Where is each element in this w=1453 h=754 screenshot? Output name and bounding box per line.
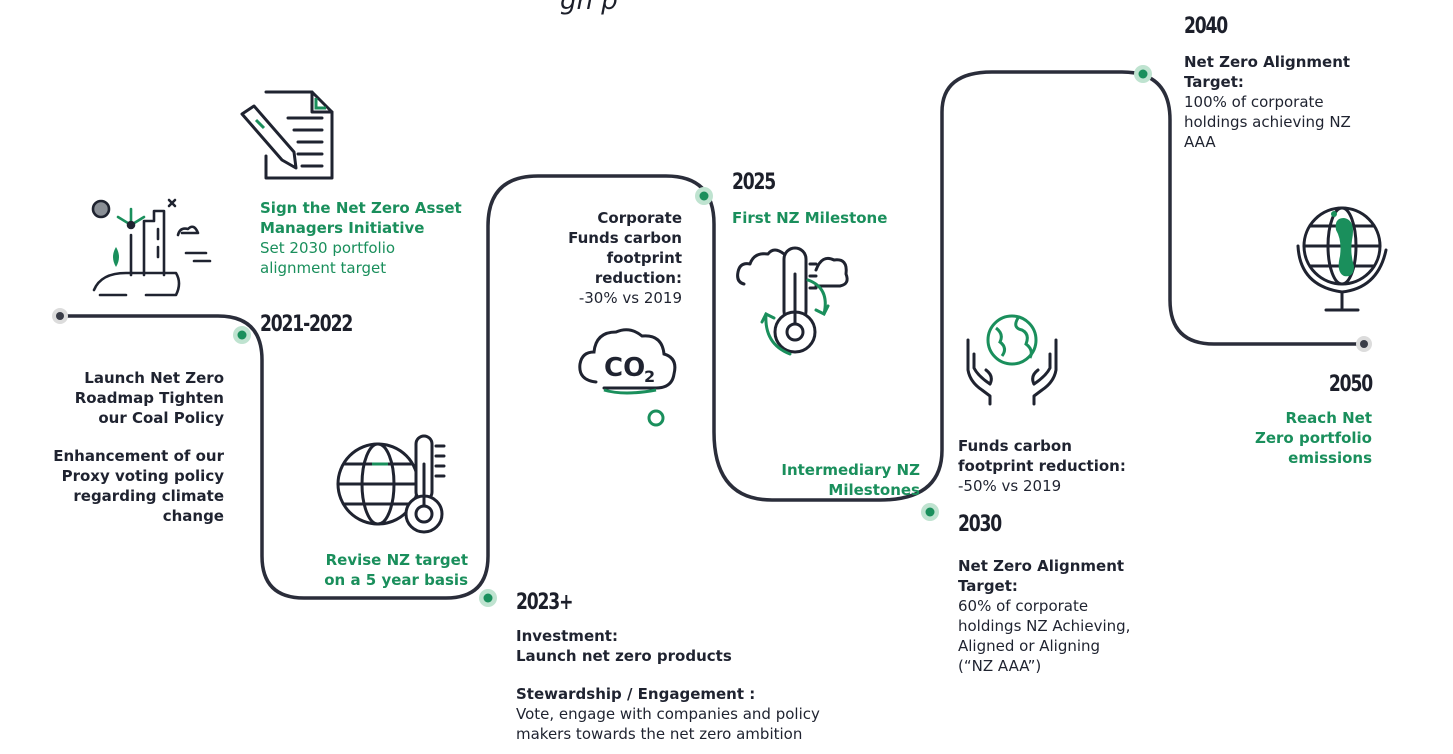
milestone-dot-2021 xyxy=(233,326,251,344)
alignment-2040-text: 100% of corporate holdings achieving NZ … xyxy=(1184,93,1351,151)
year-2030: 2030 xyxy=(958,512,1002,537)
investment-block: Investment: Launch net zero products Ste… xyxy=(516,626,856,744)
wind-city-icon xyxy=(91,198,212,297)
start-dot xyxy=(52,308,68,324)
alignment-2030-label: Net Zero Alignment Target: xyxy=(958,557,1125,595)
first-nz-milestone: First NZ Milestone xyxy=(732,209,888,227)
alignment-2030-text: 60% of corporate holdings NZ Achieving, … xyxy=(958,597,1131,675)
corporate-funds-label: Corporate Funds carbon footprint reducti… xyxy=(568,209,682,287)
milestone-dot-2040 xyxy=(1134,65,1152,83)
alignment-2030-block: Net Zero Alignment Target: 60% of corpor… xyxy=(958,556,1138,676)
page-title-fragment: gn p xyxy=(560,0,618,16)
alignment-2040-block: Net Zero Alignment Target: 100% of corpo… xyxy=(1184,52,1354,152)
year-2040: 2040 xyxy=(1184,14,1228,39)
corporate-funds-block: Corporate Funds carbon footprint reducti… xyxy=(558,208,682,308)
globe-footprint-icon xyxy=(1296,206,1388,312)
sign-document-icon xyxy=(240,90,334,180)
reach-net-zero-text: Reach Net Zero portfolio emissions xyxy=(1254,409,1372,467)
proxy-voting-text: Enhancement of our Proxy voting policy r… xyxy=(53,447,224,525)
year-2021-2022: 2021-2022 xyxy=(260,312,353,337)
corporate-funds-value: -30% vs 2019 xyxy=(578,289,682,307)
investment-label: Investment: xyxy=(516,627,618,645)
hands-earth-icon xyxy=(966,314,1058,406)
roadmap-text: Launch Net Zero Roadmap Tighten our Coal… xyxy=(74,369,224,427)
investment-text: Launch net zero products xyxy=(516,647,732,665)
milestone-dot-2023 xyxy=(479,589,497,607)
globe-thermometer-icon xyxy=(336,434,446,534)
alignment-2040-label: Net Zero Alignment Target: xyxy=(1184,53,1351,91)
funds-footprint-value: -50% vs 2019 xyxy=(958,477,1062,495)
roadmap-block: Launch Net Zero Roadmap Tighten our Coal… xyxy=(52,368,224,526)
milestone-dot-2030 xyxy=(921,503,939,521)
year-2025: 2025 xyxy=(732,170,776,195)
year-2050: 2050 xyxy=(1328,372,1373,397)
funds-footprint-label: Funds carbon footprint reduction: xyxy=(958,437,1126,475)
nzami-subtitle: Set 2030 portfolio alignment target xyxy=(260,239,396,277)
co2-cloud-icon: CO 2 xyxy=(578,328,677,427)
co2-label: CO xyxy=(604,353,645,383)
milestone-dot-2025 xyxy=(695,187,713,205)
co2-subscript: 2 xyxy=(644,367,655,386)
funds-footprint-block: Funds carbon footprint reduction: -50% v… xyxy=(958,436,1138,496)
nzami-title: Sign the Net Zero Asset Managers Initiat… xyxy=(260,199,462,237)
revise-target-text: Revise NZ target on a 5 year basis xyxy=(324,551,468,589)
nzami-block: Sign the Net Zero Asset Managers Initiat… xyxy=(260,198,470,278)
stewardship-label: Stewardship / Engagement : xyxy=(516,685,756,703)
end-dot xyxy=(1356,336,1372,352)
stewardship-text: Vote, engage with companies and policy m… xyxy=(516,705,820,743)
intermediary-milestones: Intermediary NZ Milestones xyxy=(781,461,920,499)
year-2023: 2023+ xyxy=(516,590,573,615)
cloud-thermometer-icon xyxy=(736,246,849,356)
